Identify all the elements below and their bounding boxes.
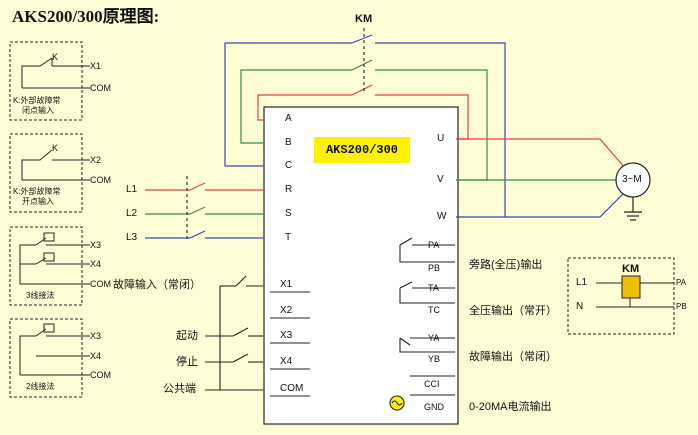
terminal-pa: PA	[428, 240, 440, 250]
model-badge: AKS200/300	[314, 137, 410, 163]
relay-outputs	[389, 237, 455, 411]
input-wiring	[205, 275, 310, 397]
input-start-label: 起动	[176, 330, 198, 342]
terminal-u: U	[437, 133, 445, 144]
terminal-yb: YB	[428, 354, 441, 364]
coil-n: N	[576, 301, 584, 312]
coil-box	[567, 257, 675, 335]
terminal-com: COM	[280, 383, 304, 394]
terminal-x2: X2	[280, 305, 293, 316]
terminal-a: A	[285, 113, 292, 124]
box1-x1: X1	[90, 61, 102, 71]
box1-caption2: 闭点输入	[22, 106, 54, 115]
box4-com: COM	[90, 370, 111, 380]
coil-pa: PA	[676, 278, 687, 287]
box1-com: COM	[90, 83, 111, 93]
terminal-ta: TA	[428, 283, 439, 293]
terminal-x1: X1	[280, 279, 293, 290]
terminal-ya: YA	[428, 333, 440, 343]
terminal-tc: TC	[428, 305, 440, 315]
terminal-t: T	[285, 232, 292, 243]
box3-x4: X4	[90, 259, 102, 269]
terminal-v: V	[437, 174, 444, 185]
box4-x4: X4	[90, 351, 102, 361]
terminal-b: B	[285, 137, 292, 148]
line-l2: L2	[126, 208, 138, 219]
terminal-cci: CCI	[424, 379, 440, 389]
terminal-gnd: GND	[424, 402, 444, 412]
box2-caption1: K:外部故障常	[13, 187, 61, 196]
input-common-label: 公共端	[163, 383, 196, 395]
left-config-boxes	[9, 41, 90, 398]
terminal-pb: PB	[428, 263, 441, 273]
supply-lines	[145, 176, 263, 240]
box2-com: COM	[90, 175, 111, 185]
box3-com: COM	[90, 279, 111, 289]
box4-x3: X3	[90, 331, 102, 341]
terminal-r: R	[285, 184, 293, 195]
terminal-x3: X3	[280, 330, 293, 341]
motor-label: 3~M	[622, 174, 642, 185]
input-stop-label: 停止	[176, 356, 198, 368]
box4-caption: 2线接法	[26, 382, 55, 391]
box2-k: K	[52, 143, 59, 153]
page-title: AKS200/300原理图:	[12, 7, 160, 26]
box1-caption1: K:外部故障常	[13, 96, 61, 105]
output-full-label: 全压输出（常开）	[469, 305, 557, 317]
box2-x2: X2	[90, 155, 102, 165]
coil-l1: L1	[576, 277, 588, 288]
output-bypass-label: 旁路(全压)输出	[469, 259, 543, 271]
line-l1: L1	[126, 184, 138, 195]
box2-caption2: 开点输入	[22, 197, 54, 206]
terminal-x4: X4	[280, 356, 293, 367]
output-analog-label: 0-20MA电流输出	[469, 401, 552, 413]
output-fault-label: 故障输出（常闭）	[469, 351, 557, 363]
motor-wiring	[456, 138, 651, 221]
line-l3: L3	[126, 232, 138, 243]
terminal-s: S	[285, 208, 292, 219]
terminal-w: W	[437, 211, 447, 222]
coil-km: KM	[622, 263, 640, 275]
km-label: KM	[355, 13, 373, 25]
terminal-c: C	[285, 160, 293, 171]
input-fault-label: 故障输入（常闭）	[113, 279, 201, 291]
box3-x3: X3	[90, 240, 102, 250]
coil-pb: PB	[676, 302, 687, 311]
box1-k: K	[52, 52, 59, 62]
box3-caption: 3线接法	[26, 291, 55, 300]
